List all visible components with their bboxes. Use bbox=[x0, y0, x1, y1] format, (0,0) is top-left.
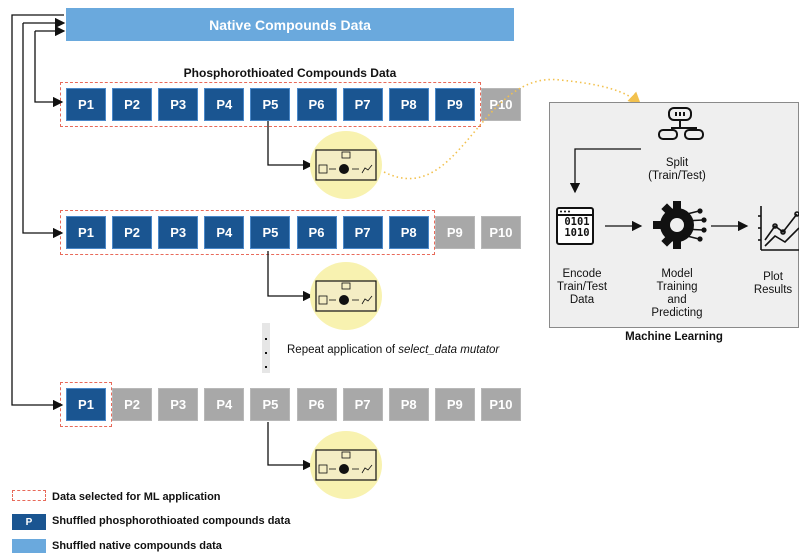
compound-box-p4: P4 bbox=[204, 88, 245, 121]
compound-box-p7: P7 bbox=[342, 388, 383, 421]
encode-label-line2: Train/Test bbox=[556, 281, 608, 293]
compound-box-p10: P10 bbox=[480, 88, 521, 121]
compound-box-p1: P1 bbox=[66, 388, 106, 421]
legend-dashed-swatch bbox=[12, 490, 46, 501]
legend-native-text: Shuffled native compounds data bbox=[52, 540, 222, 552]
compound-box-p8: P8 bbox=[388, 88, 429, 121]
compound-box-p3: P3 bbox=[158, 216, 199, 249]
phospho-title: Phosphorothioated Compounds Data bbox=[183, 66, 397, 80]
compound-box-p3: P3 bbox=[158, 88, 199, 121]
binary-line-2: 1010 bbox=[564, 227, 590, 239]
compound-box-p9: P9 bbox=[434, 216, 475, 249]
split-label-line1: Split bbox=[665, 157, 689, 169]
repeat-prefix: Repeat application of bbox=[287, 344, 399, 356]
gear-icon bbox=[653, 201, 707, 249]
native-compounds-bar: Native Compounds Data bbox=[66, 8, 514, 41]
mini-ml-icon bbox=[308, 429, 384, 501]
compound-box-p7: P7 bbox=[342, 88, 383, 121]
compound-box-p10: P10 bbox=[480, 216, 521, 249]
compound-box-p8: P8 bbox=[388, 388, 429, 421]
compound-box-p4: P4 bbox=[204, 216, 245, 249]
repeat-text: Repeat application of select_data mutato… bbox=[287, 344, 499, 356]
legend-phospho-swatch: P bbox=[12, 514, 46, 530]
repeat-italic: select_data mutator bbox=[398, 344, 500, 356]
legend-phospho-swatch-label: P bbox=[25, 516, 33, 528]
compound-box-p6: P6 bbox=[296, 88, 337, 121]
compound-box-p6: P6 bbox=[296, 388, 337, 421]
mini-ml-icon bbox=[308, 129, 384, 201]
encode-binary: 0101 1010 bbox=[561, 217, 593, 239]
legend-selected-text: Data selected for ML application bbox=[52, 491, 221, 503]
encode-icon bbox=[556, 207, 594, 245]
mini-ml-icon bbox=[308, 260, 384, 332]
compound-box-p5: P5 bbox=[250, 388, 291, 421]
ml-panel-graphics bbox=[556, 107, 799, 251]
plot-label-line2: Results bbox=[753, 284, 793, 296]
plot-label: Plot Results bbox=[748, 271, 798, 297]
compound-box-p3: P3 bbox=[158, 388, 199, 421]
compound-box-p4: P4 bbox=[204, 388, 245, 421]
model-label-line4: Predicting bbox=[651, 307, 703, 319]
split-icon bbox=[658, 107, 704, 140]
compound-box-p2: P2 bbox=[112, 216, 153, 249]
compound-box-p10: P10 bbox=[480, 388, 521, 421]
model-label-line3: and bbox=[667, 294, 687, 306]
legend-phospho-text: Shuffled phosphorothioated compounds dat… bbox=[52, 515, 291, 527]
compound-box-p5: P5 bbox=[250, 216, 291, 249]
split-label: Split (Train/Test) bbox=[622, 157, 732, 183]
model-label: Model Training and Predicting bbox=[640, 268, 714, 320]
compound-box-p9: P9 bbox=[434, 88, 475, 121]
encode-label-line3: Data bbox=[569, 294, 595, 306]
plot-icon bbox=[758, 206, 799, 251]
plot-label-line1: Plot bbox=[763, 271, 783, 283]
compound-box-p9: P9 bbox=[434, 388, 475, 421]
compound-box-p7: P7 bbox=[342, 216, 383, 249]
compound-box-p2: P2 bbox=[112, 88, 153, 121]
encode-label-line1: Encode bbox=[562, 268, 602, 280]
compound-box-p1: P1 bbox=[66, 88, 106, 121]
repeat-dots bbox=[262, 323, 270, 373]
model-label-line1: Model bbox=[661, 268, 693, 280]
compound-box-p1: P1 bbox=[66, 216, 106, 249]
split-label-line2: (Train/Test) bbox=[648, 170, 706, 182]
compound-box-p6: P6 bbox=[296, 216, 337, 249]
native-compounds-title: Native Compounds Data bbox=[209, 16, 371, 33]
compound-box-p5: P5 bbox=[250, 88, 291, 121]
encode-label: Encode Train/Test Data bbox=[548, 268, 616, 307]
legend-native-swatch bbox=[12, 539, 46, 553]
compound-box-p2: P2 bbox=[112, 388, 153, 421]
binary-line-1: 0101 bbox=[564, 216, 590, 228]
compound-box-p8: P8 bbox=[388, 216, 429, 249]
feedback-lines bbox=[11, 14, 66, 411]
ml-title: Machine Learning bbox=[625, 331, 723, 343]
model-label-line2: Training bbox=[656, 281, 698, 293]
